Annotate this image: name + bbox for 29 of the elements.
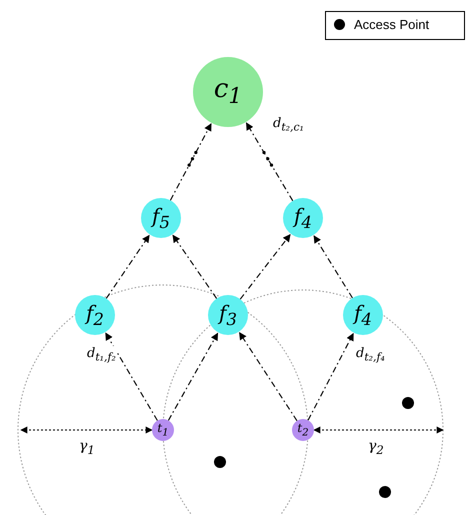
node-label: f$_{4}$ xyxy=(294,204,312,232)
node-circle xyxy=(208,295,248,335)
arrow xyxy=(308,332,354,420)
arrow xyxy=(172,234,218,299)
edge-label: d$_{t₂,f₄}$ xyxy=(355,346,386,364)
edge-label: d$_{t₁,f₂}$ xyxy=(86,346,117,364)
arrow xyxy=(246,122,294,202)
node-circle xyxy=(141,198,181,238)
node-label: t$_{1}$ xyxy=(157,421,169,439)
arrow xyxy=(106,234,150,299)
node-circle xyxy=(292,419,314,441)
node-label: f$_{3}$ xyxy=(218,301,237,329)
node-circle xyxy=(343,295,383,335)
edge-label: d$_{t₂,c₁}$ xyxy=(272,116,305,134)
node-label: f$_{5}$ xyxy=(152,204,170,232)
arrow xyxy=(314,235,353,298)
node-circle xyxy=(152,419,174,441)
arrow xyxy=(239,332,298,422)
node-circle xyxy=(75,295,115,335)
node-label: t$_{2}$ xyxy=(297,421,309,439)
arrow xyxy=(168,332,218,421)
node-circle xyxy=(283,198,323,238)
node-label: c$_{1}$ xyxy=(214,74,242,110)
arrow xyxy=(105,332,158,421)
node-label: f$_{4}$ xyxy=(354,301,372,329)
arrow xyxy=(170,123,212,201)
legend-label: Access Point xyxy=(354,17,430,32)
node-label: f$_{2}$ xyxy=(86,301,104,329)
arrow xyxy=(240,234,291,300)
